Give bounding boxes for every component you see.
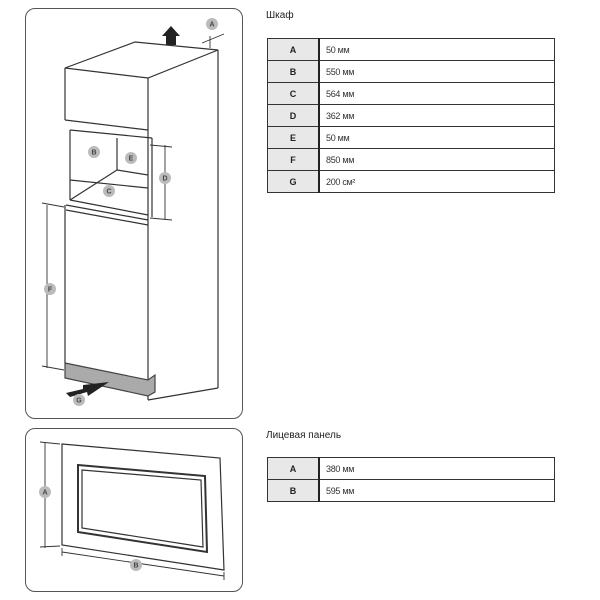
- row-key: B: [267, 60, 320, 83]
- svg-text:C: C: [106, 189, 111, 196]
- front-panel-title: Лицевая панель: [266, 430, 342, 441]
- row-key: C: [267, 82, 320, 105]
- cabinet-drawing: [41, 33, 225, 401]
- airflow-out-arrow-icon: [162, 26, 180, 45]
- airflow-in-arrow-icon: [66, 382, 109, 397]
- row-key: A: [267, 457, 320, 480]
- row-value: 50 мм: [318, 38, 555, 61]
- svg-text:B: B: [133, 563, 138, 570]
- svg-text:D: D: [162, 176, 167, 183]
- row-key: F: [267, 148, 320, 171]
- row-value: 380 мм: [318, 457, 555, 480]
- svg-text:F: F: [48, 287, 53, 294]
- row-value: 850 мм: [318, 148, 555, 171]
- svg-text:A: A: [42, 490, 47, 497]
- svg-text:B: B: [91, 150, 96, 157]
- cabinet-title: Шкаф: [266, 10, 294, 21]
- row-value: 200 см²: [318, 170, 555, 193]
- row-key: G: [267, 170, 320, 193]
- cabinet-labels: A B C D E F G: [44, 18, 218, 406]
- front-panel-drawing: [39, 441, 225, 580]
- svg-text:E: E: [129, 156, 134, 163]
- row-value: 564 мм: [318, 82, 555, 105]
- row-key: B: [267, 479, 320, 502]
- row-key: A: [267, 38, 320, 61]
- row-key: E: [267, 126, 320, 149]
- front-panel-labels: A B: [39, 486, 142, 571]
- row-key: D: [267, 104, 320, 127]
- svg-text:A: A: [209, 22, 214, 29]
- row-value: 50 мм: [318, 126, 555, 149]
- row-value: 595 мм: [318, 479, 555, 502]
- row-value: 550 мм: [318, 60, 555, 83]
- svg-text:G: G: [76, 398, 82, 405]
- row-value: 362 мм: [318, 104, 555, 127]
